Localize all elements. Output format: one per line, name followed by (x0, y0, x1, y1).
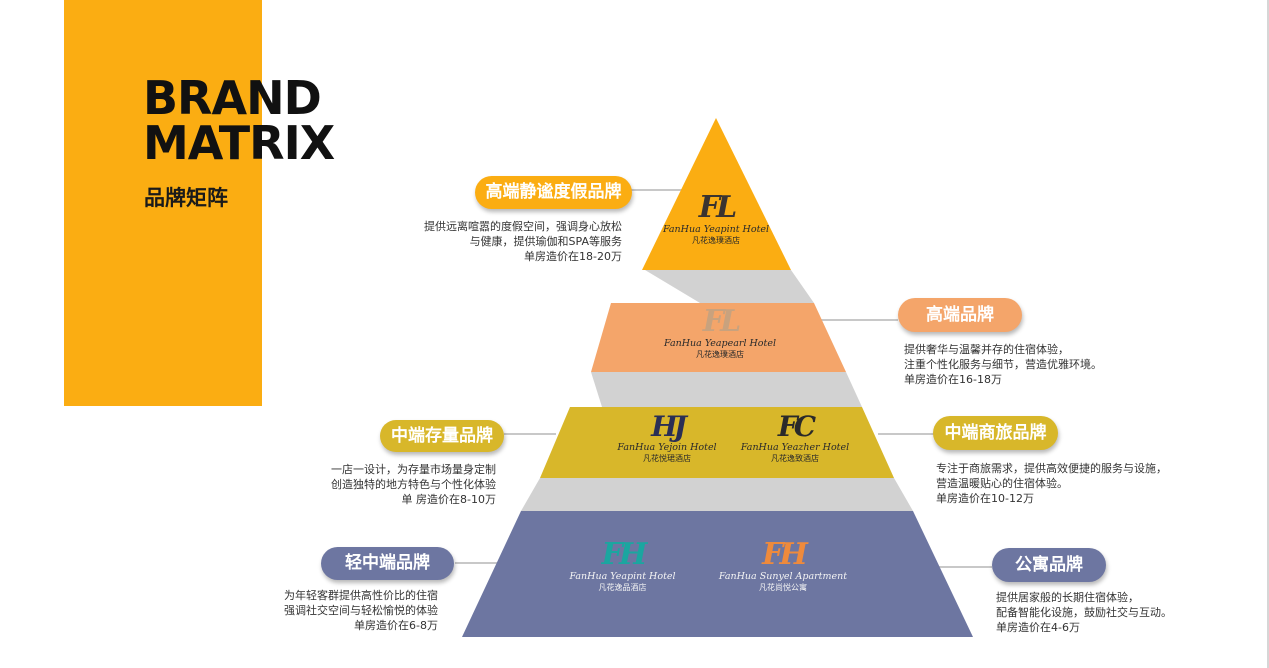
brand-monogram: FL (698, 190, 737, 225)
tier-connector-2-3 (591, 372, 862, 407)
brand-monogram: HJ (651, 410, 687, 443)
description-line: 单房造价在16-18万 (904, 373, 1002, 386)
tier-4-left-label: 轻中端品牌 (321, 547, 454, 580)
tier-3-right-label: 中端商旅品牌 (933, 416, 1058, 450)
description-line: 与健康，提供瑜伽和SPA等服务 (469, 235, 622, 248)
logo-fanhua-yeapint-hotel-light: FH FanHua Yeapint Hotel 凡花逸品酒店 (560, 540, 685, 593)
logo-name-cn: 凡花悦珺酒店 (643, 454, 691, 463)
tier-connector-3-4 (521, 478, 913, 511)
page-edge-divider (1267, 0, 1269, 668)
tier-3-left-description: 一店一设计，为存量市场量身定制 创造独特的地方特色与个性化体验 单 房造价在8-… (331, 462, 496, 507)
description-line: 单房造价在4-6万 (996, 621, 1080, 634)
tier-2-label: 高端品牌 (898, 298, 1022, 332)
tier-3-left-label: 中端存量品牌 (380, 420, 504, 452)
description-line: 单房造价在10-12万 (936, 492, 1034, 505)
description-line: 创造独特的地方特色与个性化体验 (331, 478, 496, 491)
page-title-line-2: MATRIX (143, 116, 335, 170)
description-line: 为年轻客群提供高性价比的住宿 (284, 589, 438, 602)
logo-fanhua-sunyel-apartment: FH FanHua Sunyel Apartment 凡花尚悦公寓 (713, 540, 853, 593)
tier-connector-1-2 (645, 270, 814, 303)
logo-name-cn: 凡花逸璞酒店 (692, 236, 740, 245)
description-line: 单房造价在6-8万 (354, 619, 438, 632)
description-line: 营造温暖贴心的住宿体验。 (936, 477, 1068, 490)
pyramid-tier-1 (642, 118, 791, 270)
tier-4-right-description: 提供居家般的长期住宿体验， 配备智能化设施，鼓励社交与互动。 单房造价在4-6万 (996, 590, 1172, 635)
description-line: 提供居家般的长期住宿体验， (996, 591, 1139, 604)
logo-fanhua-yejoin-hotel: HJ FanHua Yejoin Hotel 凡花悦珺酒店 (607, 413, 727, 464)
pyramid-tier-4 (462, 511, 973, 637)
logo-fanhua-yeazher-hotel: FC FanHua Yeazher Hotel 凡花逸致酒店 (735, 413, 855, 464)
logo-name-cn: 凡花逸品酒店 (598, 583, 647, 592)
tier-1-description: 提供远离喧嚣的度假空间，强调身心放松 与健康，提供瑜伽和SPA等服务 单房造价在… (424, 219, 622, 264)
logo-name-cn: 凡花逸致酒店 (771, 454, 819, 463)
brand-monogram: FH (762, 537, 808, 572)
logo-name-en: FanHua Yejoin Hotel (617, 442, 717, 453)
logo-name-en: FanHua Yeapearl Hotel (664, 338, 776, 349)
logo-name-cn: 凡花逸璞酒店 (696, 350, 744, 359)
pyramid-tier-2 (591, 303, 846, 372)
tier-3-right-description: 专注于商旅需求，提供高效便捷的服务与设施， 营造温暖贴心的住宿体验。 单房造价在… (936, 461, 1167, 506)
description-line: 专注于商旅需求，提供高效便捷的服务与设施， (936, 462, 1167, 475)
description-line: 提供奢华与温馨并存的住宿体验， (904, 343, 1069, 356)
tier-2-description: 提供奢华与温馨并存的住宿体验， 注重个性化服务与细节，营造优雅环境。 单房造价在… (904, 342, 1102, 387)
logo-name-en: FanHua Yeazher Hotel (740, 442, 850, 453)
brand-monogram: FC (777, 410, 816, 443)
brand-color-block (64, 0, 262, 406)
logo-fanhua-yeapearl-hotel: FL FanHua Yeapearl Hotel 凡花逸璞酒店 (650, 307, 790, 360)
description-line: 提供远离喧嚣的度假空间，强调身心放松 (424, 220, 622, 233)
logo-fanhua-yeapint-hotel: FL FanHua Yeapint Hotel 凡花逸璞酒店 (651, 193, 781, 246)
tier-4-right-label: 公寓品牌 (992, 548, 1106, 582)
page-subtitle: 品牌矩阵 (144, 185, 228, 210)
description-line: 注重个性化服务与细节，营造优雅环境。 (904, 358, 1102, 371)
brand-monogram: FL (702, 304, 741, 339)
description-line: 单房造价在18-20万 (524, 250, 622, 263)
page-title: BRAND MATRIX (143, 71, 335, 170)
description-line: 单 房造价在8-10万 (401, 493, 496, 506)
tier-1-label: 高端静谧度假品牌 (475, 176, 632, 209)
logo-name-cn: 凡花尚悦公寓 (759, 583, 807, 592)
logo-name-en: FanHua Yeapint Hotel (662, 224, 770, 235)
description-line: 强调社交空间与轻松愉悦的体验 (284, 604, 438, 617)
logo-name-en: FanHua Sunyel Apartment (718, 571, 848, 582)
tier-4-left-description: 为年轻客群提供高性价比的住宿 强调社交空间与轻松愉悦的体验 单房造价在6-8万 (284, 588, 438, 633)
description-line: 配备智能化设施，鼓励社交与互动。 (996, 606, 1172, 619)
description-line: 一店一设计，为存量市场量身定制 (331, 463, 496, 476)
brand-monogram: FH (601, 537, 648, 572)
logo-name-en: FanHua Yeapint Hotel (569, 571, 676, 582)
page-title-line-1: BRAND (143, 71, 322, 125)
pyramid-tier-3 (540, 407, 894, 478)
